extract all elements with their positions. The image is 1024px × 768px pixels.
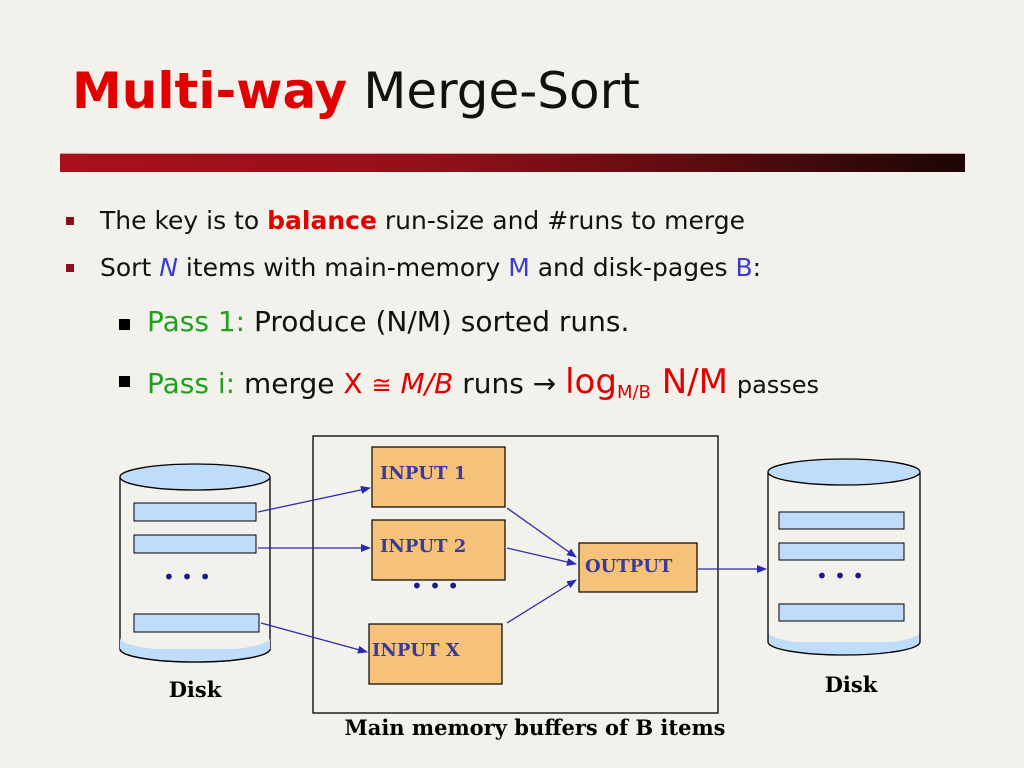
- bullet-text: :: [752, 253, 762, 282]
- arrow-input-x-to-output: [506, 579, 577, 624]
- input-x-label: INPUT X: [372, 640, 460, 661]
- left-disk-label: Disk: [169, 677, 222, 702]
- arrow-disk-to-input-1: [257, 485, 371, 513]
- output-buffer: [578, 542, 698, 593]
- right-arrow-icon: →: [532, 367, 557, 400]
- arrow-input-2-to-output: [506, 547, 577, 566]
- bullet-text: and disk-pages: [529, 253, 736, 282]
- log-base: M/B: [616, 382, 651, 403]
- bullet-text: run-size and #runs to merge: [376, 206, 745, 235]
- bullet-text: runs: [453, 367, 533, 400]
- var-m: M: [508, 253, 530, 282]
- sub-bullet-square-icon: [119, 319, 130, 330]
- bullet-sort: Sort N items with main-memory M and disk…: [66, 253, 762, 282]
- slide-title: Multi-way Merge-Sort: [72, 66, 640, 116]
- title-underline-bar: [60, 153, 965, 172]
- bullet-balance: The key is to balance run-size and #runs…: [66, 206, 745, 235]
- sub-bullet-pass-1: Pass 1: Produce (N/M) sorted runs.: [119, 305, 630, 338]
- pass-1-label: Pass 1:: [147, 305, 246, 338]
- bullet-text: Produce (N/M) sorted runs.: [245, 305, 630, 338]
- approx-symbol: ≅: [371, 371, 392, 399]
- var-b: B: [735, 253, 753, 282]
- input-2-label: INPUT 2: [380, 536, 466, 557]
- input-2-buffer: [371, 519, 506, 581]
- input-1-buffer: [371, 446, 506, 508]
- bullet-square-icon: [66, 264, 74, 272]
- arrow-input-1-to-output: [506, 507, 577, 558]
- right-disk-icon: [767, 458, 921, 656]
- main-memory-caption: Main memory buffers of B items: [344, 715, 725, 740]
- sub-bullet-square-icon: [119, 376, 130, 387]
- bullet-text: items with main-memory: [177, 253, 509, 282]
- output-label: OUTPUT: [585, 556, 673, 577]
- bullet-text: merge: [235, 367, 344, 400]
- buffer-dots: • • •: [411, 574, 459, 598]
- bullet-text: Sort: [100, 253, 160, 282]
- bullet-text: The key is to: [100, 206, 268, 235]
- var-n: N: [159, 253, 178, 282]
- input-x-buffer: [368, 623, 503, 685]
- arrow-disk-to-input-x: [260, 622, 368, 654]
- passes-word: passes: [736, 371, 820, 399]
- input-1-label: INPUT 1: [380, 463, 466, 484]
- title-accent: Multi-way: [72, 62, 348, 120]
- var-m-over-b: M/B: [400, 367, 454, 400]
- title-rest: Merge-Sort: [363, 62, 640, 120]
- right-disk-label: Disk: [825, 672, 878, 697]
- left-disk-icon: [119, 463, 271, 663]
- bullet-square-icon: [66, 217, 74, 225]
- left-disk-dots: • • •: [163, 565, 211, 589]
- main-memory-frame: [312, 435, 719, 714]
- right-disk-dots: • • •: [816, 564, 864, 588]
- pass-i-label: Pass i:: [147, 367, 236, 400]
- n-over-m: N/M: [650, 362, 728, 402]
- var-x: X: [343, 367, 363, 400]
- sub-bullet-pass-i: Pass i: merge X ≅ M/B runs → logM/B N/M …: [119, 362, 820, 403]
- log-text: log: [565, 362, 617, 402]
- emphasis-balance: balance: [267, 206, 377, 235]
